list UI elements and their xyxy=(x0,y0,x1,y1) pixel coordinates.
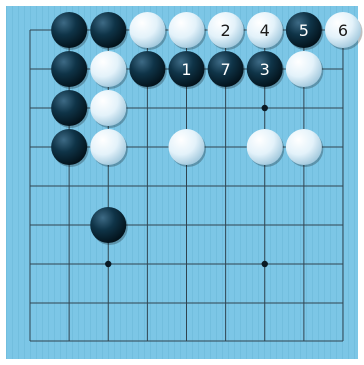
move-number-label: 4 xyxy=(260,21,270,40)
move-number-label: 7 xyxy=(221,60,231,79)
stone-disc xyxy=(90,207,126,243)
move-number-label: 2 xyxy=(221,21,231,40)
stone-disc xyxy=(286,51,322,87)
stone-disc xyxy=(51,12,87,48)
stone-disc xyxy=(129,51,165,87)
move-number-label: 6 xyxy=(338,21,348,40)
star-point xyxy=(105,261,111,267)
stone-disc xyxy=(90,90,126,126)
stone-disc xyxy=(247,129,283,165)
stone-disc xyxy=(129,12,165,48)
move-number-label: 5 xyxy=(299,21,309,40)
star-point xyxy=(262,105,268,111)
move-number-label: 1 xyxy=(181,60,191,79)
stone-disc xyxy=(90,12,126,48)
stone-disc xyxy=(169,129,205,165)
stone-disc xyxy=(169,12,205,48)
star-point xyxy=(262,261,268,267)
stone-disc xyxy=(90,51,126,87)
stone-disc xyxy=(51,129,87,165)
stone-disc xyxy=(90,129,126,165)
stone-disc xyxy=(286,129,322,165)
move-number-label: 3 xyxy=(260,60,270,79)
stone-disc xyxy=(51,51,87,87)
stone-disc xyxy=(51,90,87,126)
